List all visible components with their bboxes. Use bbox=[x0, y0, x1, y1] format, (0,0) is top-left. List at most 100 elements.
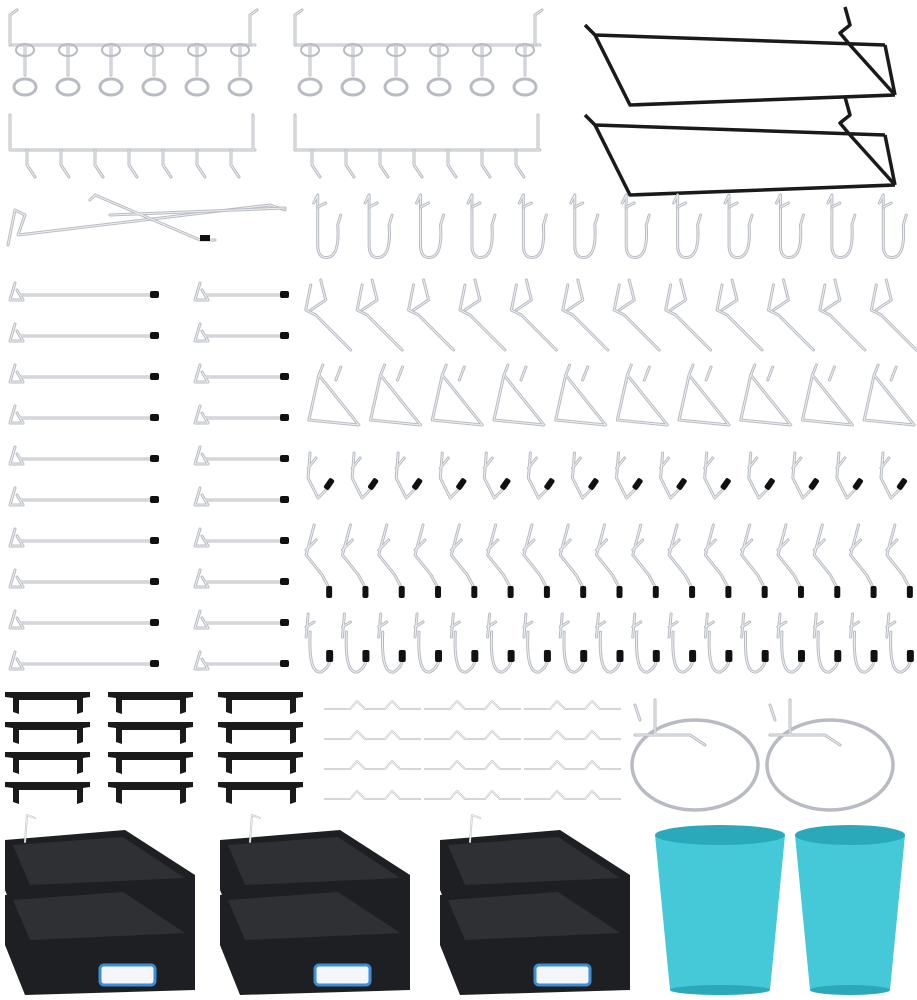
rubber-tip bbox=[906, 650, 914, 662]
hook-wire-highlight bbox=[493, 364, 546, 426]
hook-wire bbox=[8, 445, 154, 466]
bin-label bbox=[533, 963, 592, 987]
hook-wire-highlight bbox=[308, 364, 360, 426]
rubber-tip bbox=[616, 586, 623, 598]
rubber-tip bbox=[896, 478, 908, 490]
rubber-tip bbox=[150, 332, 159, 339]
angled-tipped-hook bbox=[812, 523, 841, 598]
curved-j-hook bbox=[449, 612, 479, 674]
hook-wire-highlight bbox=[194, 487, 283, 506]
wire-clip-highlight bbox=[324, 700, 421, 710]
hook-wire-highlight bbox=[9, 446, 153, 465]
ring-top bbox=[230, 43, 250, 57]
hook-wire-highlight bbox=[668, 524, 694, 591]
angled-tipped-hook bbox=[776, 523, 804, 598]
rubber-tip bbox=[323, 478, 335, 490]
rubber-tip bbox=[797, 650, 805, 662]
hook-wire bbox=[703, 523, 731, 592]
rubber-tip bbox=[280, 537, 289, 544]
hook-wire-highlight bbox=[748, 452, 772, 499]
hook-wire bbox=[8, 363, 154, 384]
curved-j-hook bbox=[740, 612, 769, 674]
strip-hook bbox=[378, 148, 390, 179]
l-hook bbox=[355, 278, 404, 352]
bin-opening bbox=[13, 837, 185, 885]
clip bbox=[5, 752, 90, 774]
hook-wire-highlight bbox=[356, 279, 403, 351]
hook-wire-highlight bbox=[704, 524, 730, 591]
strip-bar bbox=[8, 113, 257, 152]
ring bbox=[630, 718, 760, 812]
ring-mount-highlight bbox=[634, 699, 706, 746]
rubber-tip bbox=[652, 650, 660, 662]
hook-wire-highlight bbox=[632, 613, 658, 673]
hook-wire-highlight bbox=[716, 279, 763, 351]
rubber-tip bbox=[689, 650, 697, 662]
rubber-tip bbox=[676, 478, 687, 490]
curved-j-hook bbox=[776, 612, 805, 674]
long-hook-column bbox=[8, 281, 159, 671]
long-single-hook bbox=[193, 568, 289, 589]
angled-tipped-hook bbox=[486, 523, 514, 598]
tipped-hook bbox=[526, 451, 555, 500]
hook-wire-highlight bbox=[740, 364, 792, 426]
hook-wire-highlight bbox=[616, 452, 640, 499]
l-hook bbox=[715, 278, 764, 352]
triangle-hook bbox=[739, 363, 793, 427]
hook-wire-highlight bbox=[313, 194, 342, 258]
ring-holder bbox=[630, 698, 760, 812]
hook-wire bbox=[659, 451, 685, 500]
hook-wire-highlight bbox=[523, 524, 549, 591]
curved-j-hook bbox=[522, 612, 551, 674]
hook-peg-highlight bbox=[317, 202, 327, 208]
rubber-tip bbox=[150, 660, 159, 667]
triangle-hook bbox=[615, 363, 669, 427]
strip-hook bbox=[480, 148, 492, 179]
rubber-tip bbox=[280, 332, 289, 339]
storage-bin bbox=[440, 885, 630, 995]
curved-j-hook bbox=[304, 612, 334, 674]
hook-wire-highlight bbox=[813, 613, 839, 673]
hook-wire-highlight bbox=[194, 323, 283, 342]
rubber-tip bbox=[456, 478, 467, 490]
hook-wire-highlight bbox=[555, 364, 607, 426]
ring bbox=[184, 77, 210, 97]
hook-wire-highlight bbox=[878, 194, 907, 258]
rubber-tip bbox=[150, 578, 159, 585]
hook-wire-highlight bbox=[450, 524, 476, 591]
rubber-tip bbox=[367, 478, 379, 490]
hook-wire-highlight bbox=[487, 613, 513, 673]
angled-tipped-hook bbox=[740, 523, 768, 598]
rubber-tip bbox=[326, 650, 334, 662]
hook-wire-highlight bbox=[194, 364, 283, 383]
rubber-tip bbox=[150, 373, 159, 380]
shelf-bracket bbox=[583, 6, 897, 107]
hook-wire-highlight bbox=[673, 194, 702, 258]
ring bbox=[12, 77, 38, 97]
rubber-tip bbox=[200, 235, 210, 241]
rubber-tip bbox=[398, 586, 405, 598]
hook-peg-highlight bbox=[574, 202, 584, 208]
rubber-tip bbox=[150, 619, 159, 626]
j-hook bbox=[363, 193, 394, 259]
hook-wire-highlight bbox=[305, 524, 331, 591]
hook-wire-highlight bbox=[450, 613, 476, 673]
hook-wire-highlight bbox=[414, 524, 440, 591]
hook-wire-highlight bbox=[9, 364, 153, 383]
ring-holder bbox=[765, 698, 895, 812]
hook-wire bbox=[438, 451, 464, 500]
hook-wire bbox=[812, 523, 840, 592]
rubber-tip bbox=[689, 586, 696, 598]
rubber-tip bbox=[280, 578, 289, 585]
hook-wire-highlight bbox=[813, 524, 839, 591]
hook-peg-highlight bbox=[420, 202, 430, 208]
hook-wire-highlight bbox=[678, 364, 731, 426]
curved-j-hook bbox=[558, 612, 588, 674]
rubber-tip bbox=[870, 586, 877, 598]
hook-peg-highlight bbox=[831, 202, 841, 208]
strip-hook bbox=[161, 148, 173, 179]
tipped-hook bbox=[615, 451, 643, 500]
strip-hook-highlight bbox=[515, 149, 525, 178]
hook-wire-highlight bbox=[665, 279, 712, 351]
